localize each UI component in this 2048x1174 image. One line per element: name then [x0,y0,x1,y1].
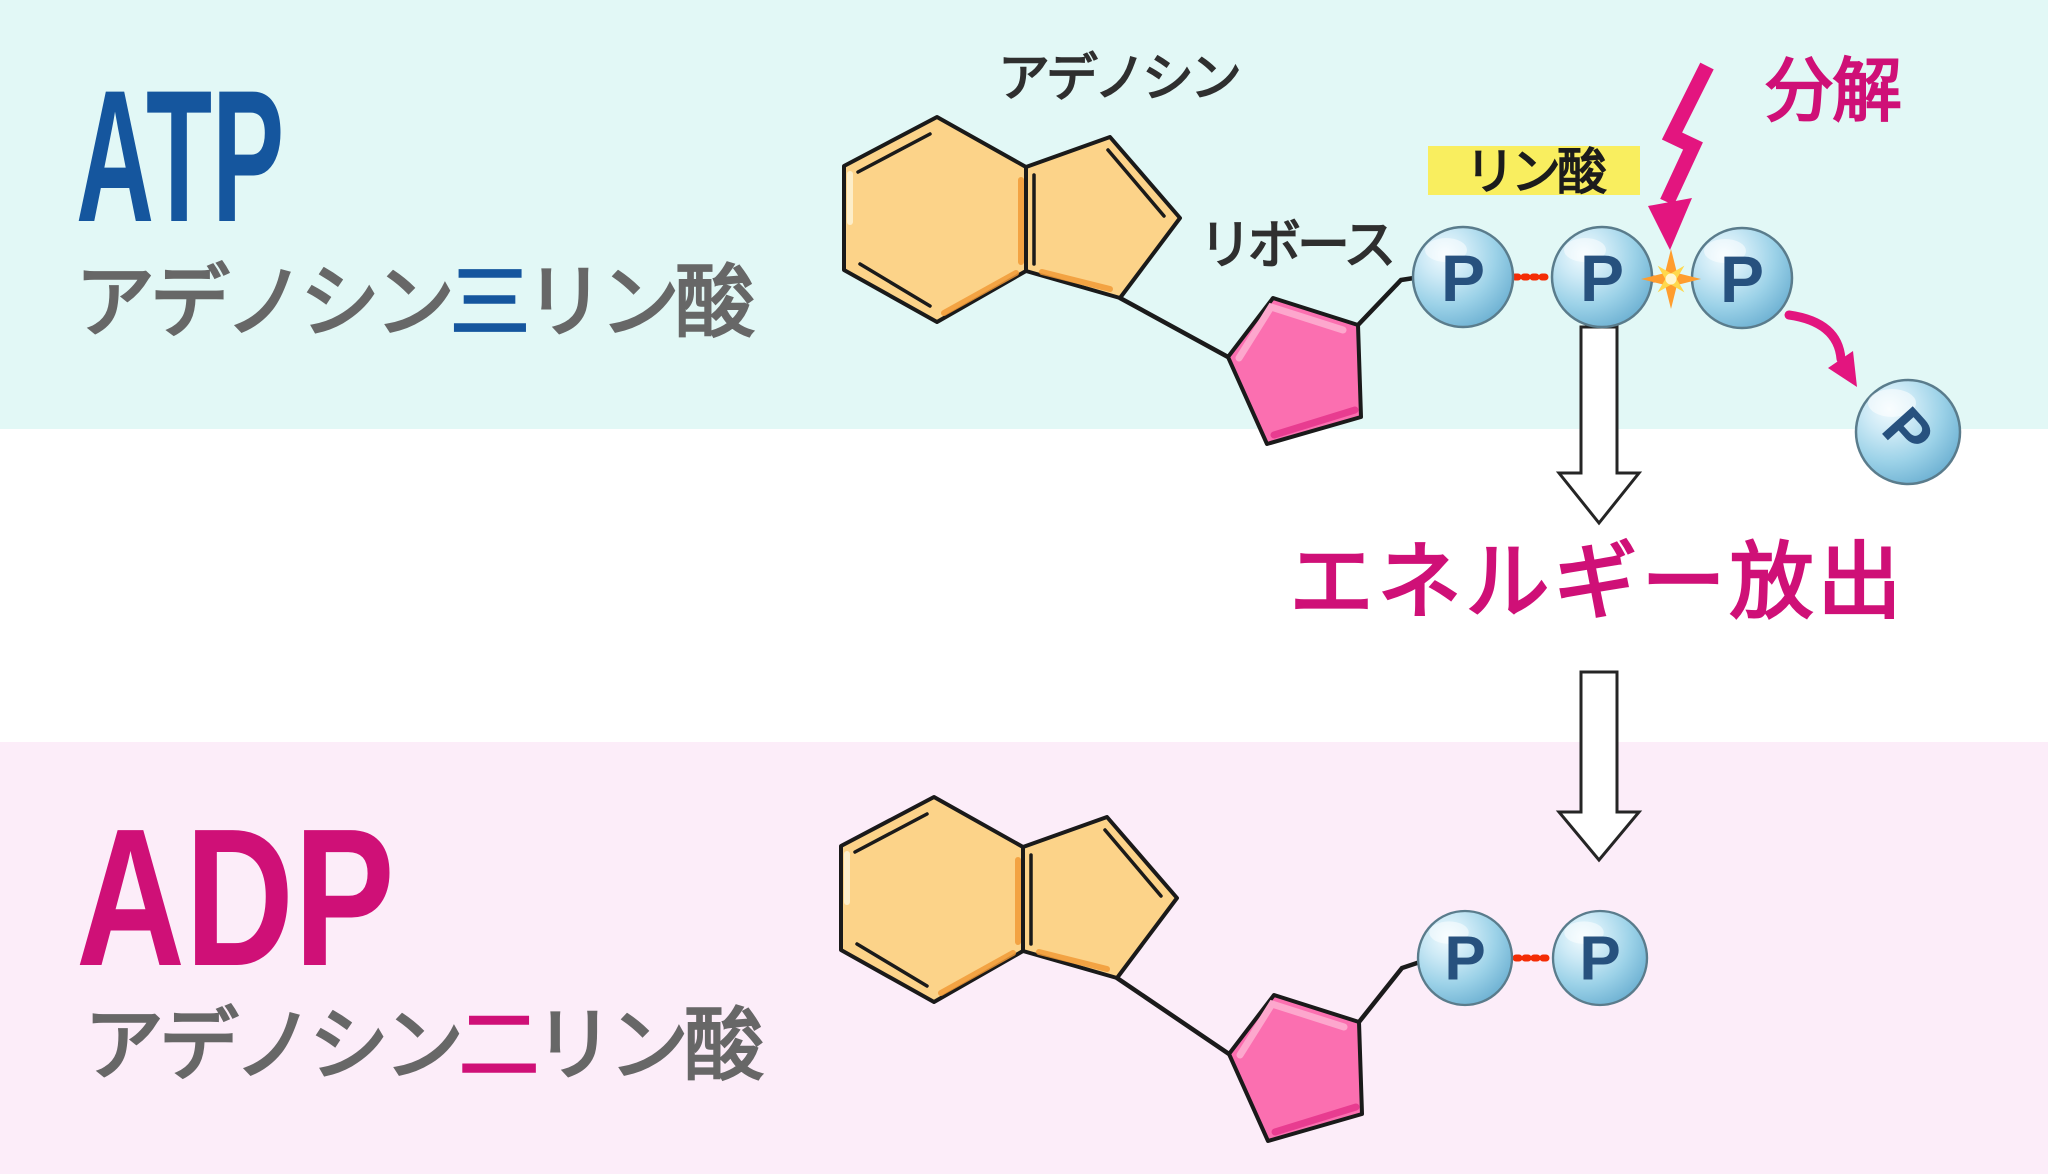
atp-subtitle-pre: アデノシン [75,258,455,347]
ribose-ring [1229,995,1362,1141]
down-arrow-icon [1555,670,1643,863]
ribose-ring [1228,298,1361,444]
phosphate-sphere [1416,909,1514,1007]
phosphate-sphere [1690,226,1794,330]
adenine-ribose-bond [1117,295,1231,360]
adp-title: ADP [76,788,395,1007]
middle-section-background [0,429,2048,742]
adenine-rings [844,117,1180,322]
lightning-bolt-icon [1648,62,1714,250]
atp-subtitle: アデノシン三リン酸 [75,263,755,343]
atp-molecule [844,117,1794,444]
released-phosphate-sphere: P [1854,378,1962,486]
decompose-label: 分解 [1764,52,1902,130]
phosphate-label: リン酸 [1428,146,1640,198]
atp-title: ATP [76,51,285,261]
adp-section-background [0,742,2048,1174]
ribose-phosphate-bond [1356,959,1423,1025]
ribose-phosphate-bond [1355,275,1417,328]
released-phosphate-arrow [1784,310,1857,387]
adenosine-label: アデノシン [998,50,1242,108]
adp-subtitle: アデノシン二リン酸 [84,1006,764,1086]
adenine-ribose-bond [1114,975,1232,1057]
phosphate-sphere [1411,225,1515,329]
atp-subtitle-accent: 三 [450,258,530,347]
adp-subtitle-accent: 二 [459,1001,539,1090]
phosphate-sphere [1550,225,1654,329]
energy-release-label: エネルギー放出 [1289,535,1906,629]
adenine-rings [841,797,1177,1002]
spark-icon [1641,249,1701,309]
adp-subtitle-pre: アデノシン [84,1001,464,1090]
adp-molecule [841,797,1649,1141]
phosphate-sphere [1551,909,1649,1007]
atp-subtitle-post: リン酸 [525,258,755,347]
ribose-label: リボース [1199,216,1396,275]
down-arrow-icon [1555,325,1643,526]
adp-subtitle-post: リン酸 [534,1001,764,1090]
